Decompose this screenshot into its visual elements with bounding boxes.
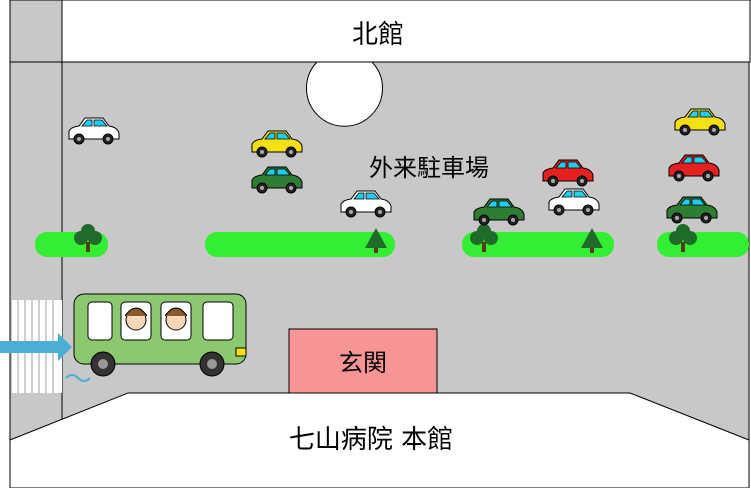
tree-icon — [470, 224, 498, 252]
shrub-strip — [205, 232, 395, 257]
tree-icon — [581, 228, 603, 253]
north-building-label: 北館 — [352, 20, 404, 50]
arrow-right-icon — [0, 333, 72, 361]
entrance-label: 玄関 — [339, 349, 387, 377]
shrub-strip — [462, 232, 614, 257]
tree-icon — [669, 224, 697, 252]
trees — [74, 224, 697, 253]
main-building — [9, 392, 750, 488]
roundabout — [306, 61, 383, 127]
bus-icon — [65, 293, 247, 382]
north-building — [61, 0, 751, 63]
tree-icon — [365, 228, 387, 253]
tree-icon — [74, 224, 102, 252]
main-building-label: 七山病院 本館 — [289, 425, 453, 455]
entrance — [288, 328, 438, 394]
parking-lot-label: 外来駐車場 — [369, 154, 489, 182]
